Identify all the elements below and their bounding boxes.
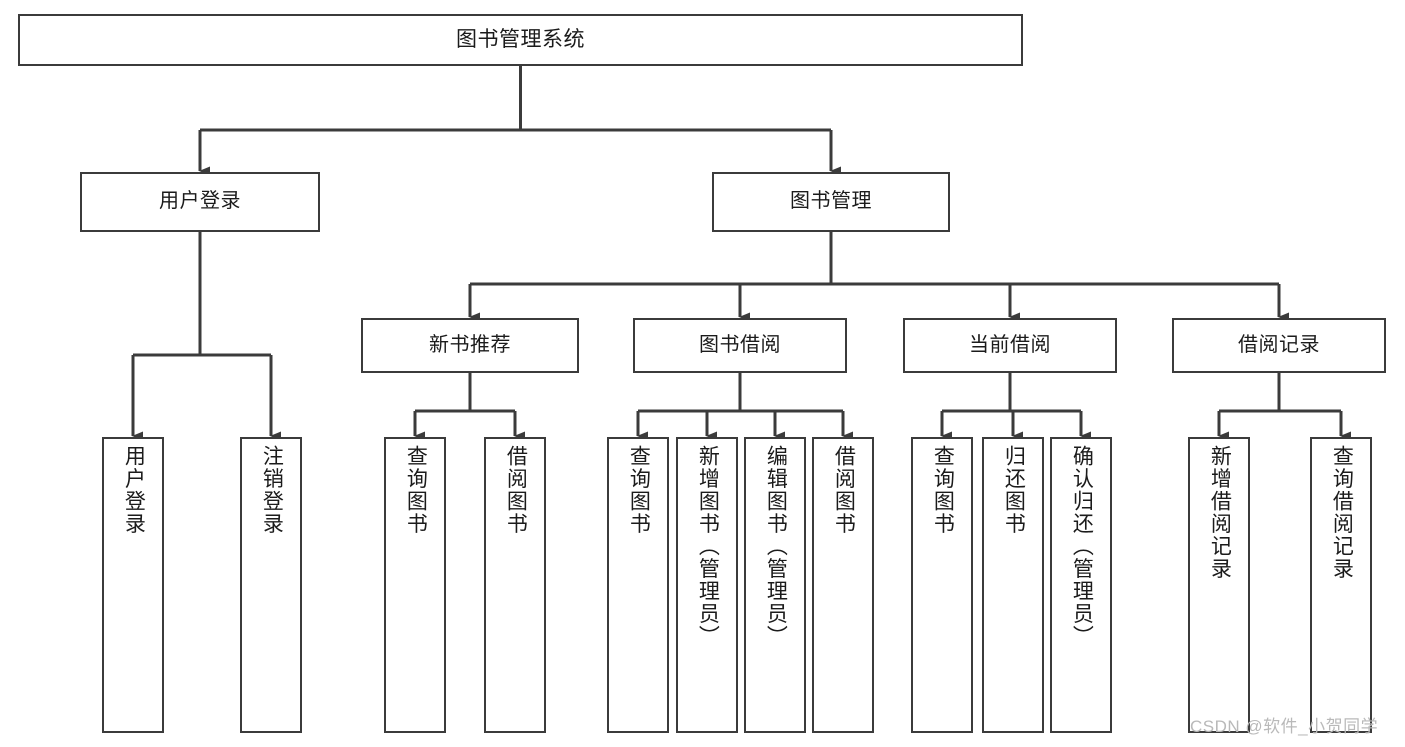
node-leaf-logout[interactable]: 注销登录 xyxy=(240,437,302,733)
node-leaf-user-login[interactable]: 用户登录 xyxy=(102,437,164,733)
node-label: 借阅图书 xyxy=(504,445,528,535)
node-label: 编辑图书（管理员） xyxy=(764,445,788,648)
node-label: 当前借阅 xyxy=(969,333,1051,356)
node-label: 用户登录 xyxy=(122,445,146,535)
node-borrow-record[interactable]: 借阅记录 xyxy=(1172,318,1386,373)
node-leaf-borrow-2[interactable]: 借阅图书 xyxy=(812,437,874,733)
node-book-manage[interactable]: 图书管理 xyxy=(712,172,950,232)
node-leaf-query-2[interactable]: 查询图书 xyxy=(607,437,669,733)
node-label: 图书管理系统 xyxy=(456,27,585,51)
node-leaf-add-rec[interactable]: 新增借阅记录 xyxy=(1188,437,1250,733)
node-label: 图书借阅 xyxy=(699,333,781,356)
node-label: 用户登录 xyxy=(159,190,241,213)
watermark-text: CSDN @软件_小贺同学 xyxy=(1190,717,1379,736)
node-label: 图书管理 xyxy=(790,190,872,213)
node-leaf-confirm[interactable]: 确认归还（管理员） xyxy=(1050,437,1112,733)
node-leaf-query-1[interactable]: 查询图书 xyxy=(384,437,446,733)
node-label: 新书推荐 xyxy=(429,333,511,356)
node-label: 注销登录 xyxy=(260,445,284,535)
node-label: 借阅图书 xyxy=(832,445,856,535)
node-leaf-edit-book[interactable]: 编辑图书（管理员） xyxy=(744,437,806,733)
node-label: 新增借阅记录 xyxy=(1208,445,1232,580)
node-label: 借阅记录 xyxy=(1238,333,1320,356)
node-label: 确认归还（管理员） xyxy=(1070,445,1094,648)
node-leaf-borrow-1[interactable]: 借阅图书 xyxy=(484,437,546,733)
node-label: 查询图书 xyxy=(404,445,428,535)
node-leaf-add-book[interactable]: 新增图书（管理员） xyxy=(676,437,738,733)
node-root[interactable]: 图书管理系统 xyxy=(18,14,1023,66)
node-leaf-query-rec[interactable]: 查询借阅记录 xyxy=(1310,437,1372,733)
node-user-login[interactable]: 用户登录 xyxy=(80,172,320,232)
node-leaf-query-3[interactable]: 查询图书 xyxy=(911,437,973,733)
node-new-book-rec[interactable]: 新书推荐 xyxy=(361,318,579,373)
node-label: 查询借阅记录 xyxy=(1330,445,1354,580)
node-leaf-return[interactable]: 归还图书 xyxy=(982,437,1044,733)
node-book-borrow[interactable]: 图书借阅 xyxy=(633,318,847,373)
node-label: 新增图书（管理员） xyxy=(696,445,720,648)
node-current-borrow[interactable]: 当前借阅 xyxy=(903,318,1117,373)
node-label: 查询图书 xyxy=(931,445,955,535)
node-label: 查询图书 xyxy=(627,445,651,535)
node-label: 归还图书 xyxy=(1002,445,1026,535)
